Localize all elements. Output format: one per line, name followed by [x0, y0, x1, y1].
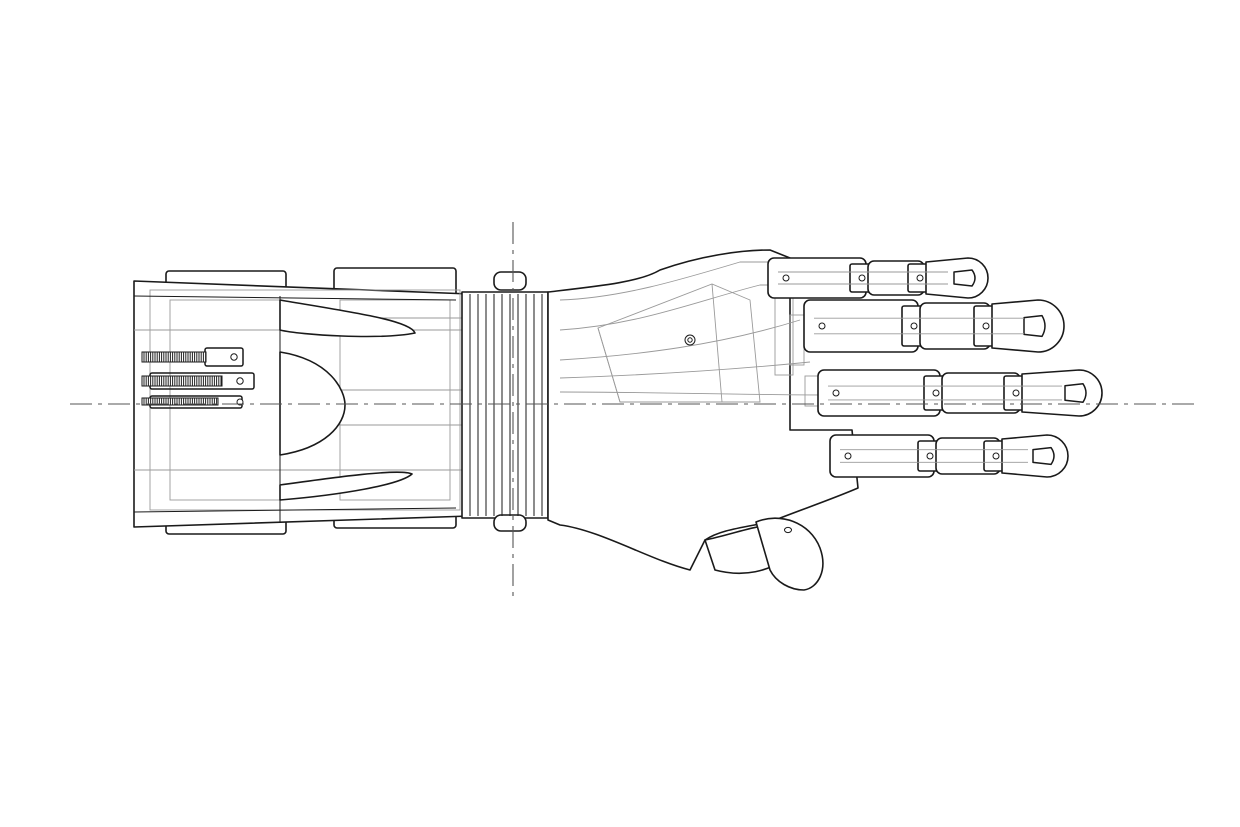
socket-strap-edge-top [133, 295, 457, 301]
wrist-cap-top [493, 271, 527, 291]
finger-ring-pin-1 [932, 389, 940, 397]
socket-shell-panel [279, 299, 416, 338]
fingers [767, 257, 1103, 478]
finger-little-nail [1032, 446, 1055, 466]
finger-little-pin-2 [992, 452, 1000, 460]
finger-ring-nail [1064, 383, 1087, 403]
finger-middle-base-pin [818, 322, 826, 330]
hatch-bar-2 [141, 375, 223, 387]
wrist-collar [461, 291, 549, 519]
finger-index [767, 257, 989, 299]
finger-middle [803, 299, 1065, 353]
finger-index-nail [953, 269, 976, 287]
finger-ring [817, 369, 1103, 417]
hatch-bar-1 [141, 351, 207, 363]
socket-shell-panel-lower [279, 471, 413, 501]
palm [547, 249, 859, 571]
finger-middle-tip [991, 299, 1065, 353]
forearm-socket [133, 267, 471, 535]
finger-index-pin-2 [916, 274, 924, 282]
palm-screw-inner [687, 337, 693, 343]
wrist-cap-bottom [493, 514, 527, 532]
sensor-array [141, 347, 255, 409]
sensor-hatch-bars [141, 351, 223, 406]
finger-middle-nail [1023, 314, 1046, 338]
finger-index-base-pin [782, 274, 790, 282]
finger-index-pin-1 [858, 274, 866, 282]
finger-middle-pin-2 [982, 322, 990, 330]
finger-ring-base-pin [832, 389, 840, 397]
finger-ring-pin-2 [1012, 389, 1020, 397]
palm-outline [547, 249, 859, 571]
finger-little-pin-1 [926, 452, 934, 460]
finger-middle-pin-1 [910, 322, 918, 330]
finger-little-base-pin [844, 452, 852, 460]
thumb [704, 517, 824, 591]
thumb-tip [755, 517, 824, 591]
thumb-joint-pin [784, 526, 792, 534]
finger-ring-tip [1021, 369, 1103, 417]
wrist-rotator [461, 271, 549, 532]
finger-little-tip [1001, 434, 1069, 478]
finger-little [829, 434, 1069, 478]
socket-strap-edge-bottom [133, 507, 457, 513]
wrist-ribs [469, 294, 543, 516]
finger-index-tip [925, 257, 989, 299]
